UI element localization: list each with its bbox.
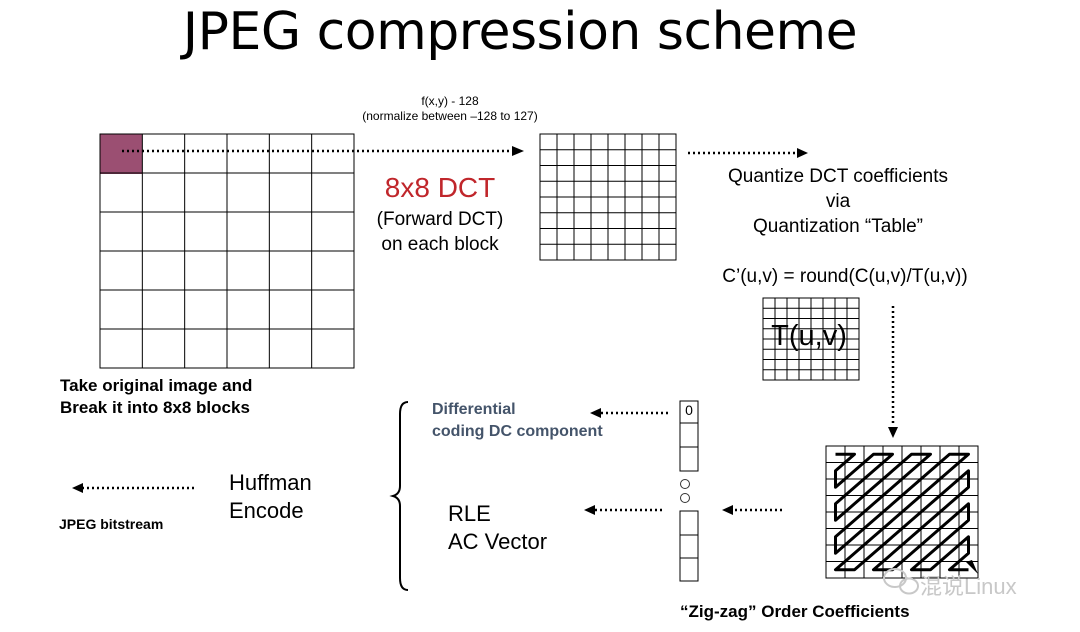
original-description: Take original image and Break it into 8x…: [60, 375, 340, 419]
highlighted-block: [100, 134, 142, 174]
wechat-icon: [883, 568, 919, 595]
differential-line-2: coding DC component: [432, 423, 603, 440]
ellipsis-dot: [680, 493, 690, 503]
arrowhead: [797, 148, 808, 158]
zigzag-end-arrowhead: [966, 560, 978, 574]
normalize-range: (normalize between –128 to 127): [362, 109, 538, 123]
quantize-description: Quantize DCT coefficients via Quantizati…: [698, 164, 978, 239]
original-image-grid: [99, 133, 355, 369]
arrowhead: [584, 505, 595, 515]
huffman-line-1: Huffman: [229, 470, 312, 495]
dct-8x8-grid: [539, 133, 677, 261]
differential-description: Differential coding DC component: [432, 399, 652, 443]
quantize-formula: C’(u,v) = round(C(u,v)/T(u,v)): [722, 266, 968, 287]
zigzag-label: “Zig-zag” Order Coefficients: [680, 602, 910, 621]
quantization-table-grid: [762, 297, 860, 381]
dct-title: 8x8 DCT: [384, 172, 496, 203]
dct-line-1: (Forward DCT): [376, 209, 504, 230]
watermark-text: 混说Linux: [920, 574, 1017, 599]
arrowhead: [722, 505, 733, 515]
arrowhead: [590, 408, 601, 418]
coefficient-vector: [679, 400, 699, 582]
quantize-line-2: via: [825, 191, 851, 212]
arrowhead: [72, 483, 83, 493]
bitstream-label: JPEG bitstream: [59, 516, 164, 532]
dct-description: (Forward DCT) on each block: [350, 207, 530, 257]
original-line-2: Break it into 8x8 blocks: [60, 398, 250, 417]
arrowhead: [512, 146, 524, 156]
page-title: JPEG compression scheme: [182, 2, 858, 62]
zigzag-path: [834, 452, 970, 572]
table-label: T(u,v): [771, 320, 847, 352]
original-line-1: Take original image and: [60, 376, 253, 395]
quantize-line-1: Quantize DCT coefficients: [727, 166, 948, 187]
grouping-brace: [389, 401, 409, 591]
rle-line-1: RLE: [448, 501, 491, 526]
dct-line-2: on each block: [381, 234, 499, 255]
rle-line-2: AC Vector: [448, 529, 548, 554]
differential-line-1: Differential: [432, 401, 516, 418]
rle-description: RLE AC Vector: [448, 500, 588, 556]
normalize-formula: f(x,y) - 128: [421, 94, 479, 108]
arrowhead: [888, 427, 898, 438]
ellipsis-dot: [680, 479, 690, 489]
huffman-description: Huffman Encode: [229, 469, 349, 525]
huffman-line-2: Encode: [229, 498, 304, 523]
quantize-line-3: Quantization “Table”: [752, 216, 924, 237]
normalize-label: f(x,y) - 128 (normalize between –128 to …: [340, 94, 560, 124]
vector-dc-value: 0: [685, 402, 693, 418]
